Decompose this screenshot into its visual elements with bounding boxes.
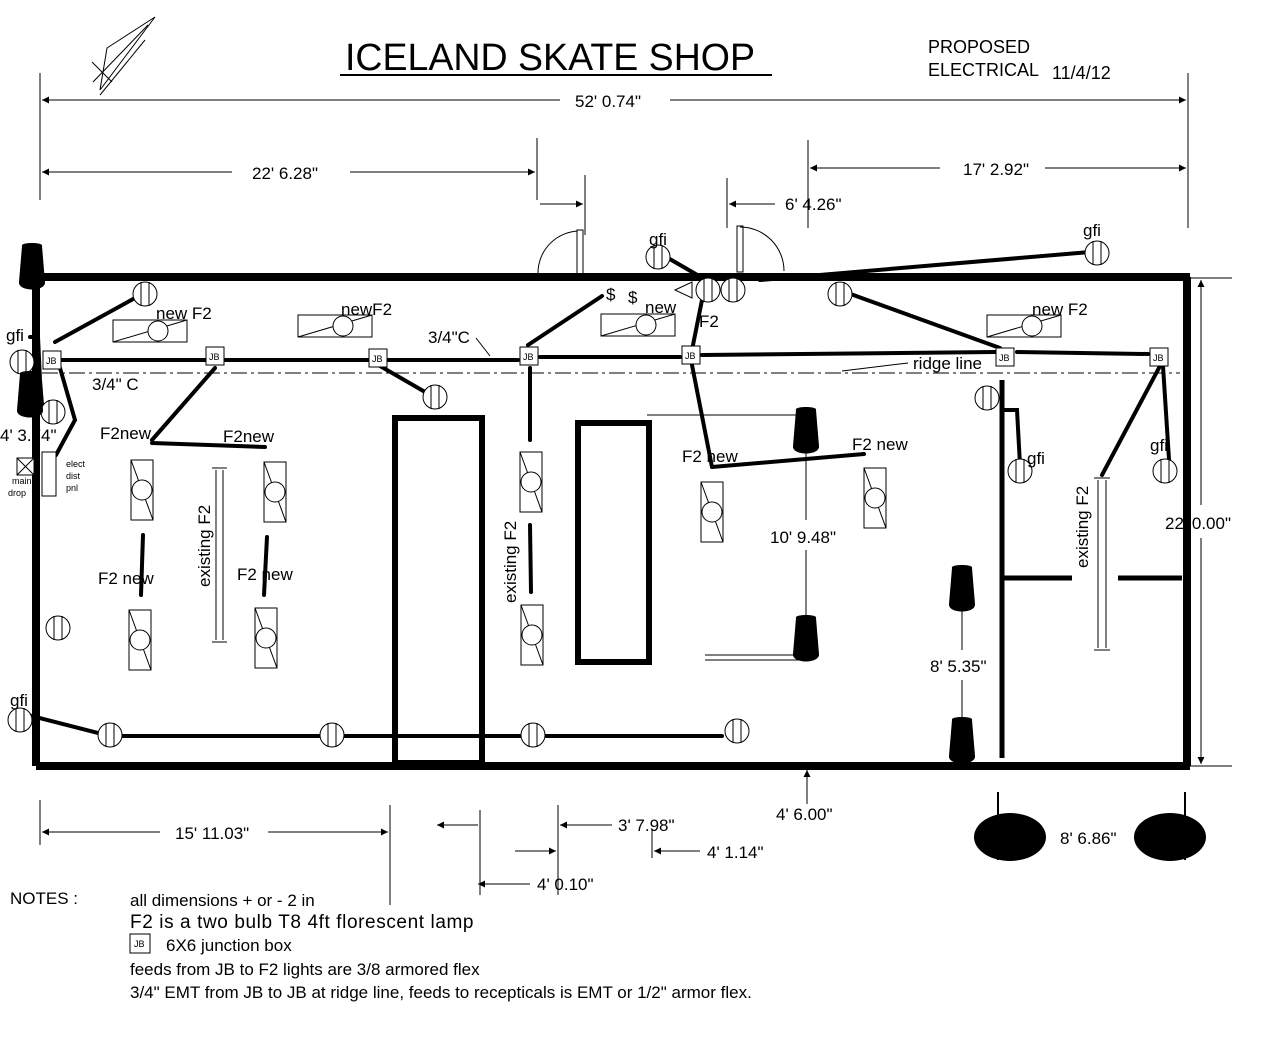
speaker-icon: [673, 281, 693, 299]
dim-right-span: 17' 2.92": [963, 160, 1029, 179]
jb-label: JB: [1153, 353, 1164, 363]
interior-partition-center: [575, 420, 652, 665]
main-drop-label-2: drop: [8, 488, 26, 498]
door-left: [537, 229, 584, 275]
dim-bottom-c: 4' 0.10": [537, 875, 594, 894]
fixture-label: new F2: [156, 304, 212, 323]
dim-left-span: 22' 6.28": [252, 164, 318, 183]
exterior-lamp-left-icon: [974, 792, 1046, 861]
conduit-label: 3/4" C: [92, 375, 139, 394]
conduit-label: 3/4"C: [428, 328, 470, 347]
dim-bottom-b: 4' 1.14": [707, 843, 764, 862]
fixture-label: new F2: [1032, 300, 1088, 319]
header-date: 11/4/12: [1052, 63, 1111, 83]
door-right: [736, 225, 785, 273]
fixture-label: F2: [699, 312, 719, 331]
gfi-label: gfi: [6, 326, 24, 345]
dim-bottom-left: 15' 11.03": [175, 824, 249, 843]
note-item: feeds from JB to F2 lights are 3/8 armor…: [130, 960, 480, 979]
drawing-title: ICELAND SKATE SHOP: [345, 37, 755, 79]
bottom-dimensions: [39, 770, 811, 905]
header-electrical: ELECTRICAL: [928, 60, 1039, 80]
note-item: all dimensions + or - 2 in: [130, 891, 315, 910]
switch-symbol: $: [628, 288, 638, 307]
jb-label: JB: [372, 354, 383, 364]
fixture-label: F2new: [223, 427, 275, 446]
jb-label: JB: [209, 352, 220, 362]
dim-door-span: 6' 4.26": [785, 195, 842, 214]
switch-symbol: $: [606, 285, 616, 304]
dim-overall: 52' 0.74": [575, 92, 641, 111]
building-walls: [32, 273, 1191, 770]
note-item: 6X6 junction box: [166, 936, 292, 955]
note-item: F2 is a two bulb T8 4ft florescent lamp: [130, 912, 474, 933]
jb-label: JB: [685, 351, 696, 361]
fixture-label: F2 new: [237, 565, 293, 584]
main-drop-label-1: main: [12, 476, 32, 486]
exterior-lamp-right-icon: [1134, 792, 1206, 861]
panel-label-3: pnl: [66, 483, 78, 493]
electrical-panel: [16, 451, 57, 497]
interior-partition-left: [392, 415, 485, 766]
fixture-label: F2 new: [852, 435, 908, 454]
jb-label: JB: [999, 353, 1010, 363]
gfi-label: gfi: [10, 691, 28, 710]
jb-label: JB: [46, 356, 57, 366]
north-arrow-icon: [91, 16, 156, 96]
right-dimension: [1190, 277, 1232, 767]
fixture-label: F2 new: [682, 447, 738, 466]
header-proposed: PROPOSED: [928, 37, 1030, 57]
panel-label-2: dist: [66, 471, 81, 481]
fixture-label: new: [645, 298, 677, 317]
wiring: [26, 250, 1172, 738]
existing-fixture-label: existing F2: [1073, 486, 1092, 568]
notes-heading: NOTES :: [10, 889, 78, 908]
existing-fixtures: [212, 467, 1110, 651]
jb-legend-label: JB: [134, 939, 145, 949]
existing-fixture-label: existing F2: [501, 521, 520, 603]
dim-bottom-d: 4' 6.00": [776, 805, 833, 824]
dim-center-height: 10' 9.48": [770, 528, 836, 547]
panel-label-1: elect: [66, 459, 86, 469]
fixture-label: newF2: [341, 300, 392, 319]
top-dimensions: [39, 73, 1189, 235]
note-item: 3/4" EMT from JB to JB at ridge line, fe…: [130, 983, 752, 1002]
gfi-label: gfi: [1083, 221, 1101, 240]
jb-label: JB: [523, 352, 534, 362]
existing-fixture-label: existing F2: [195, 505, 214, 587]
fixture-label: F2new: [100, 424, 152, 443]
gfi-label: gfi: [1027, 449, 1045, 468]
dim-bottom-a: 3' 7.98": [618, 816, 675, 835]
gfi-label: gfi: [649, 230, 667, 249]
dim-bottom-e: 8' 6.86": [1060, 829, 1117, 848]
dim-right-height: 8' 5.35": [930, 657, 987, 676]
gfi-label: gfi: [1150, 436, 1168, 455]
dim-panel-offset: 4' 3.74": [0, 426, 57, 445]
ridge-line-label: ridge line: [913, 354, 982, 373]
fixture-label: F2 new: [98, 569, 154, 588]
dim-height-right: 22' 0.00": [1165, 514, 1231, 533]
jb-legend-icon: [129, 933, 151, 954]
